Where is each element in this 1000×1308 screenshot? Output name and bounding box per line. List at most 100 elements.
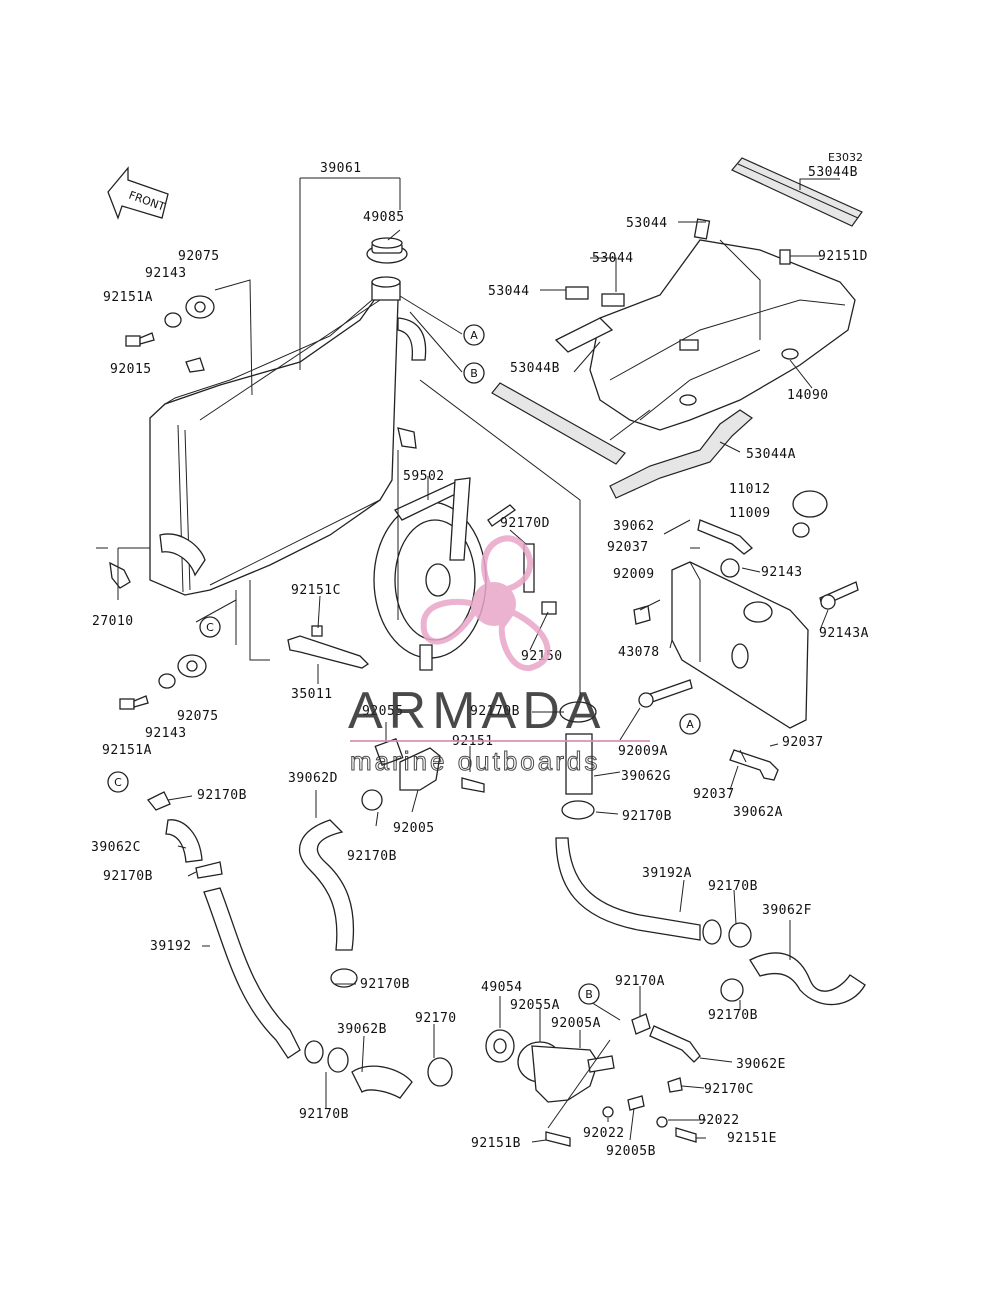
part-label: 53044B	[808, 165, 858, 180]
front-arrow-icon: FRONT	[107, 166, 169, 220]
part-label: 92151A	[102, 743, 152, 758]
part-label: 39062A	[733, 805, 783, 820]
part-label: 53044	[592, 251, 634, 266]
part-label: 53044B	[510, 361, 560, 376]
reserve-tank-43078	[671, 561, 809, 729]
radiator-cap	[366, 237, 408, 264]
hose-39192	[203, 887, 349, 1073]
watermark-tagline: marine outboards	[350, 746, 600, 776]
part-label: 35011	[291, 687, 333, 702]
part-label: 92151B	[471, 1136, 521, 1151]
part-label: 43078	[618, 645, 660, 660]
pads-53044	[554, 218, 791, 353]
part-label: 92170B	[299, 1107, 349, 1122]
part-label: 92005B	[606, 1144, 656, 1159]
part-number-labels: 39061 49085 92075 92143 92151A 92015 530…	[91, 161, 869, 1159]
part-label: 92037	[693, 787, 735, 802]
part-label: 92170B	[708, 879, 758, 894]
hose-39062G	[559, 701, 597, 820]
part-label: 92170D	[500, 516, 550, 531]
bolts-tank	[633, 581, 859, 708]
part-label: 92005	[393, 821, 435, 836]
part-label: 92150	[521, 649, 563, 664]
part-label: 92170B	[360, 977, 410, 992]
part-label: 53044	[626, 216, 668, 231]
part-label: 92022	[698, 1113, 740, 1128]
part-label: 11012	[729, 482, 771, 497]
propeller-logo-icon	[420, 535, 551, 671]
leader-lines	[96, 177, 840, 1143]
part-label: 92075	[177, 709, 219, 724]
part-label: 53044	[488, 284, 530, 299]
temp-sensor	[109, 561, 131, 589]
part-label: 92055	[362, 704, 404, 719]
part-label: 92143A	[819, 626, 869, 641]
ref-circle-c-top: C	[206, 621, 214, 634]
part-label: 39061	[320, 161, 362, 176]
part-label: 92170B	[622, 809, 672, 824]
pump-housing-92005A	[517, 1041, 615, 1103]
hose-39062C	[146, 791, 223, 879]
part-label: 92170B	[708, 1008, 758, 1023]
part-label: 39062D	[288, 771, 338, 786]
ref-circle-b-top: B	[470, 367, 478, 380]
part-label: 92005A	[551, 1016, 601, 1031]
part-label: 92143	[145, 726, 187, 741]
part-label: 92015	[110, 362, 152, 377]
hose-39062A	[729, 749, 779, 781]
part-label: 92151C	[291, 583, 341, 598]
part-label: 39062	[613, 519, 655, 534]
pipe-39062E	[631, 978, 744, 1063]
hose-39062-top	[697, 519, 753, 578]
part-label: 92151A	[103, 290, 153, 305]
part-label: 14090	[787, 388, 829, 403]
part-label: 92170B	[347, 849, 397, 864]
ref-circle-a-bottom: A	[686, 718, 694, 731]
tank-cap-11012	[792, 490, 828, 538]
part-label: 92009A	[618, 744, 668, 759]
part-label: 92170B	[470, 704, 520, 719]
strip-53044A	[609, 409, 753, 499]
part-label: 27010	[92, 614, 134, 629]
strip-53044B-lower	[491, 382, 626, 465]
bracket-35011	[287, 625, 370, 669]
part-label: 92151D	[818, 249, 868, 264]
part-label: 53044A	[746, 447, 796, 462]
part-label: 92037	[607, 540, 649, 555]
part-label: 39192	[150, 939, 192, 954]
part-label: 92170B	[103, 869, 153, 884]
part-label: 39062B	[337, 1022, 387, 1037]
hose-39062D	[299, 819, 358, 988]
reference-circles: A B C A B C	[107, 324, 701, 1005]
hose-39192A	[555, 837, 752, 948]
part-label: 92143	[145, 266, 187, 281]
part-label: 39062E	[736, 1057, 786, 1072]
part-label: 39192A	[642, 866, 692, 881]
part-label: 49054	[481, 980, 523, 995]
part-label: 11009	[729, 506, 771, 521]
part-label: 92170B	[197, 788, 247, 803]
diagram-code: E3032	[828, 151, 863, 164]
part-label: 39062F	[762, 903, 812, 918]
strip-53044B-top	[731, 157, 863, 227]
ref-circle-b-bottom: B	[585, 988, 593, 1001]
watermark-brand: ARMADA	[348, 682, 606, 740]
mount-hardware-bottom	[119, 654, 207, 710]
hose-39062F	[749, 952, 866, 1006]
mount-hardware-top	[125, 295, 215, 373]
part-label: 39062G	[621, 769, 671, 784]
pump-small-parts	[545, 1077, 697, 1147]
ref-circle-a-top: A	[470, 329, 478, 342]
part-label: 92075	[178, 249, 220, 264]
part-label: 92170A	[615, 974, 665, 989]
part-label: 92143	[761, 565, 803, 580]
part-label: 92055A	[510, 998, 560, 1013]
housing-92005	[361, 738, 485, 811]
part-label: 49085	[363, 210, 405, 225]
ref-circle-c-bottom: C	[114, 776, 122, 789]
shroud-14090	[589, 239, 856, 431]
part-label: 59502	[403, 469, 445, 484]
part-label: 92170	[415, 1011, 457, 1026]
